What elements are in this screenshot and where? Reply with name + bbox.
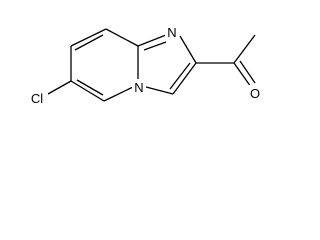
bond-c2-c3 (172, 62, 197, 95)
atom-oxygen: O (250, 86, 260, 101)
atom-chlorine: Cl (31, 91, 43, 106)
bond-c7-c8 (70, 28, 107, 47)
bond-c3-n4 (145, 86, 174, 95)
atom-n-bridge: N (134, 80, 143, 95)
atom-n-ring-bg (165, 24, 179, 40)
atom-cl-bg (26, 90, 48, 106)
bond-c8a-n1 (137, 34, 167, 47)
bond-c6-c5-inner (76, 79, 104, 96)
bond-carbonyl-oxygen (233, 62, 252, 88)
atom-o-bg (248, 85, 262, 101)
bond-c8a-n1-inner (143, 41, 167, 51)
bond-c6-cl (47, 80, 72, 95)
bond-c6-c5 (70, 80, 105, 102)
bond-c8a-c8 (105, 28, 139, 47)
bond-carbonyl-methyl (233, 34, 256, 64)
bond-c5-n4 (103, 86, 134, 102)
bond-c2-c3-inner (169, 62, 191, 90)
bond-n1-c2 (179, 35, 197, 64)
bond-carbonyl-oxygen-second (239, 60, 256, 84)
atom-n-ring: N (167, 25, 176, 40)
bond-c7-c8-inner (74, 34, 104, 51)
chemical-structure-diagram: N N O Cl (26, 24, 262, 106)
atom-n-bridge-bg (132, 79, 146, 95)
